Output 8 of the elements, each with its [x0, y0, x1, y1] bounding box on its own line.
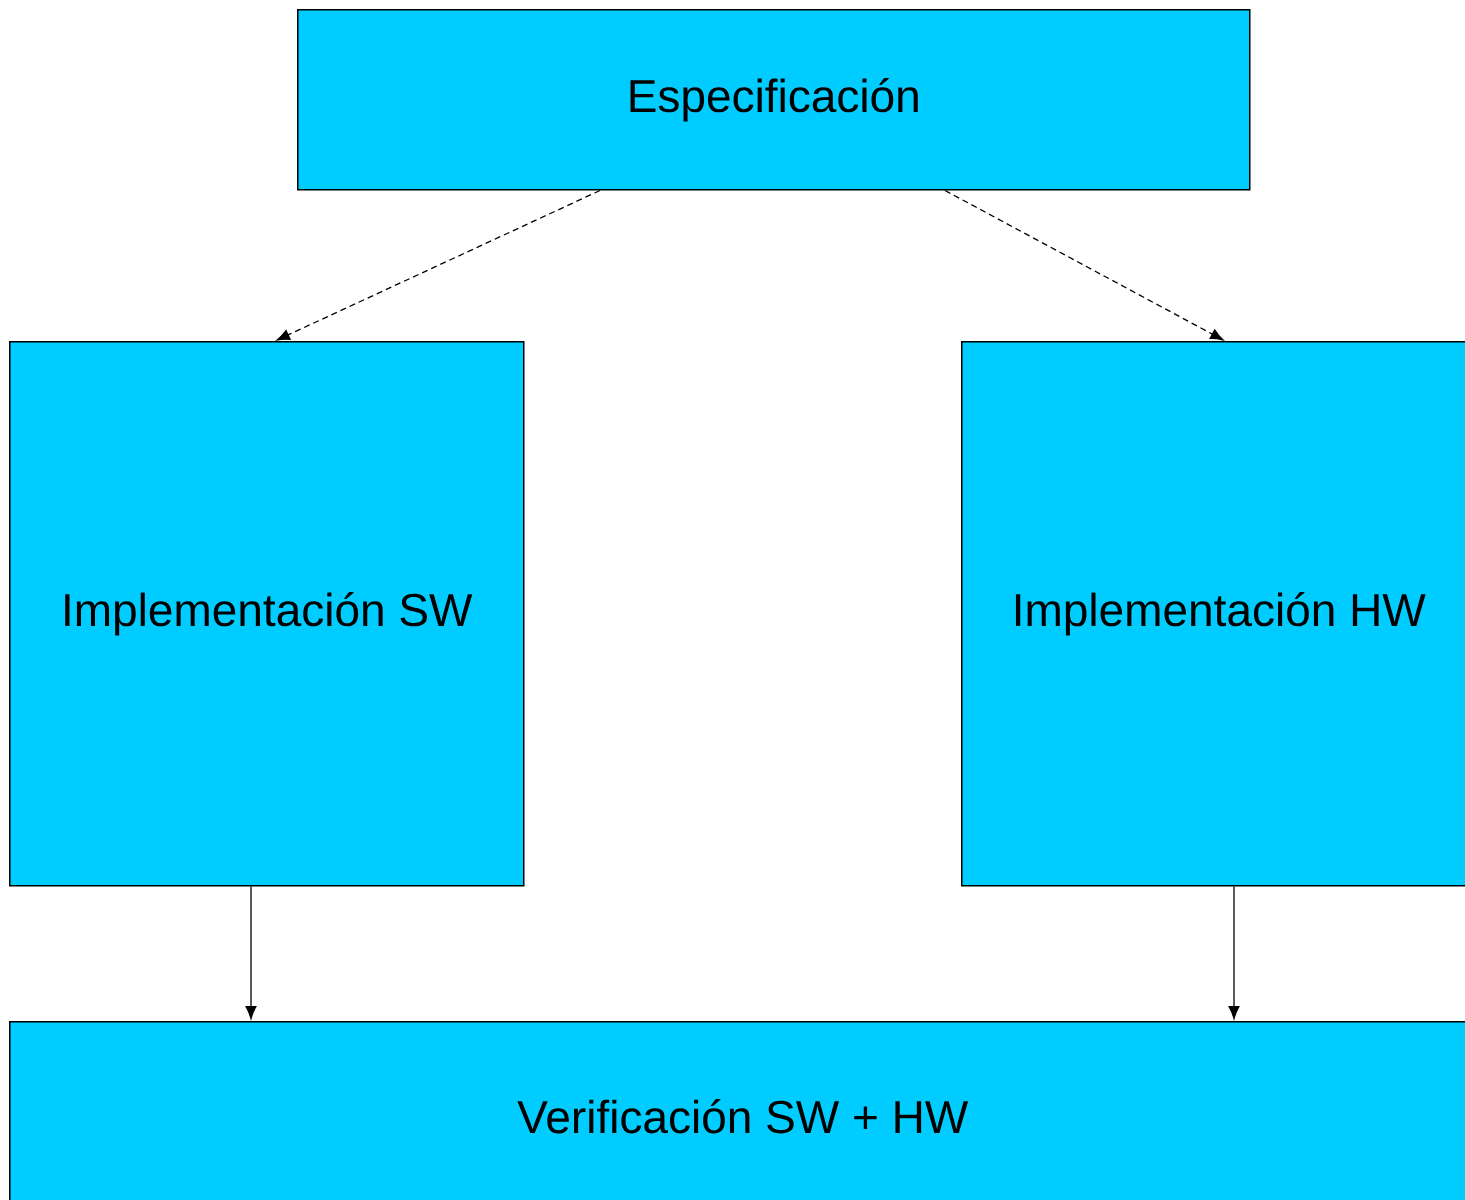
arrow: [944, 189, 1224, 341]
process-box: Especificación: [297, 9, 1251, 191]
arrow: [276, 189, 601, 341]
process-box: Implementación HW: [961, 341, 1465, 887]
arrow: [245, 885, 257, 1020]
process-box: Implementación SW: [9, 341, 525, 887]
arrow: [1228, 885, 1240, 1020]
process-box: Verificación SW + HW: [9, 1021, 1465, 1200]
